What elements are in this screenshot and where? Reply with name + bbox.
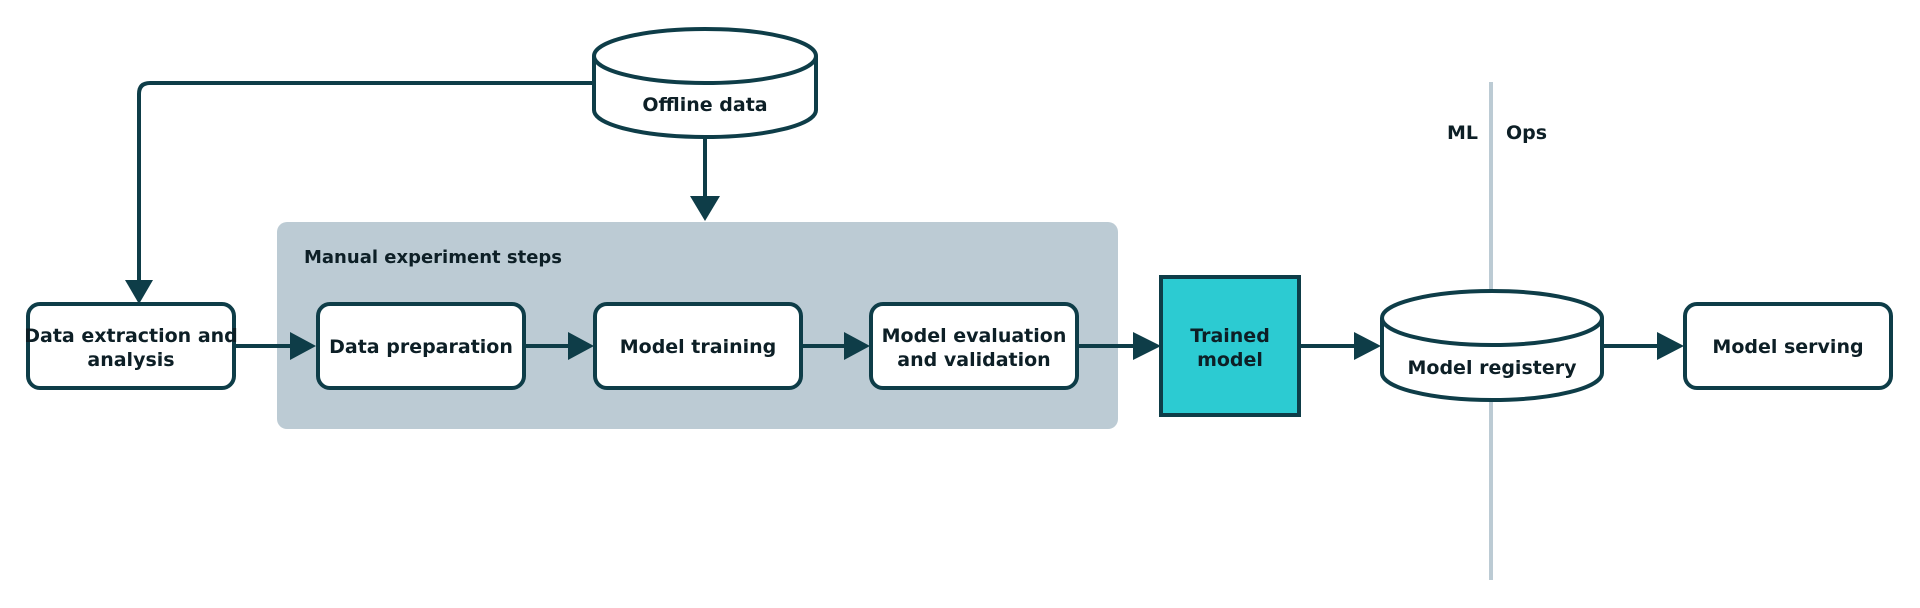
- arrowhead-trained-to-registry: [1354, 332, 1381, 360]
- arrowhead-offline-to-group: [690, 196, 720, 221]
- offline-data-label: Offline data: [642, 94, 767, 116]
- model-training-node: Model training: [593, 302, 803, 390]
- model-evaluation-label-line2: and validation: [897, 349, 1050, 371]
- arrowhead-offline-to-extraction: [125, 280, 153, 304]
- group-label: Manual experiment steps: [304, 247, 562, 268]
- data-preparation-label: Data preparation: [329, 336, 513, 358]
- arrowhead-registry-to-serving: [1657, 332, 1684, 360]
- arrowhead-preparation-to-training: [568, 332, 594, 360]
- data-preparation-node: Data preparation: [316, 302, 526, 390]
- connector-offline-to-extraction: [137, 81, 594, 280]
- data-extraction-label-line1: Data extraction and: [24, 325, 238, 347]
- model-registry-label: Model registery: [1408, 357, 1578, 379]
- model-evaluation-label-line1: Model evaluation: [882, 325, 1067, 347]
- model-registry-node: Model registery: [1380, 289, 1604, 402]
- trained-model-label-line1: Trained: [1190, 325, 1270, 347]
- model-serving-node: Model serving: [1683, 302, 1893, 390]
- trained-model-node: Trained model: [1159, 275, 1301, 417]
- ml-label: ML: [1447, 122, 1478, 144]
- model-training-label: Model training: [620, 336, 777, 358]
- model-evaluation-node: Model evaluation and validation: [869, 302, 1079, 390]
- trained-model-label-line2: model: [1197, 349, 1263, 371]
- data-extraction-node: Data extraction and analysis: [24, 302, 238, 390]
- model-serving-label: Model serving: [1712, 336, 1863, 358]
- arrowhead-evaluation-to-trained: [1133, 332, 1161, 360]
- ops-label: Ops: [1506, 122, 1547, 144]
- offline-data-node: Offline data: [592, 27, 818, 139]
- data-extraction-label-line2: analysis: [87, 349, 174, 371]
- arrowhead-extraction-to-preparation: [290, 332, 316, 360]
- arrowhead-training-to-evaluation: [844, 332, 870, 360]
